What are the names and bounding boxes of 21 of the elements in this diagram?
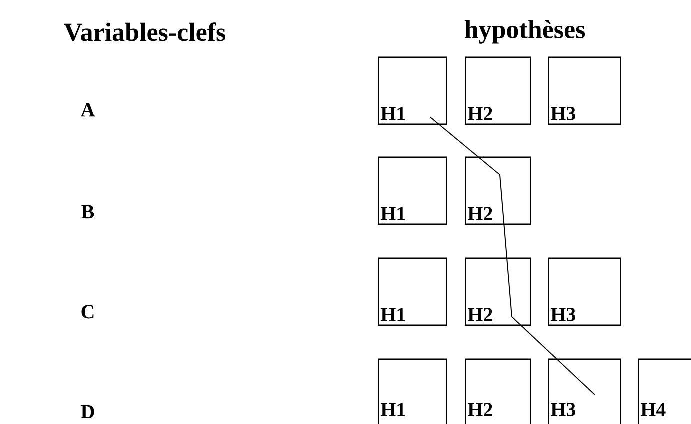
hypothesis-box: H3 <box>548 56 622 125</box>
hypothesis-box: H2 <box>465 56 532 125</box>
hypothesis-box: H2 <box>465 258 532 326</box>
hypothesis-box: H1 <box>378 258 448 326</box>
row-label: C <box>82 305 94 319</box>
column-heading: hypothèses <box>464 20 586 44</box>
hypothesis-box: H4 <box>638 358 691 424</box>
row-label: A <box>80 103 96 117</box>
hypothesis-box: H1 <box>378 56 448 125</box>
connector-line <box>512 316 596 396</box>
hypothesis-box: H3 <box>548 358 622 424</box>
hypothesis-box: H1 <box>378 358 448 424</box>
hypothesis-box: H2 <box>465 156 532 225</box>
hypothesis-box: H1 <box>378 156 448 225</box>
connector-line <box>430 116 500 176</box>
connector-line <box>500 174 512 318</box>
hypothesis-box: H2 <box>465 358 532 424</box>
row-label: B <box>82 205 94 219</box>
column-heading: Variables-clefs <box>64 22 226 42</box>
hypothesis-box: H3 <box>548 258 622 326</box>
row-label: D <box>81 405 94 419</box>
